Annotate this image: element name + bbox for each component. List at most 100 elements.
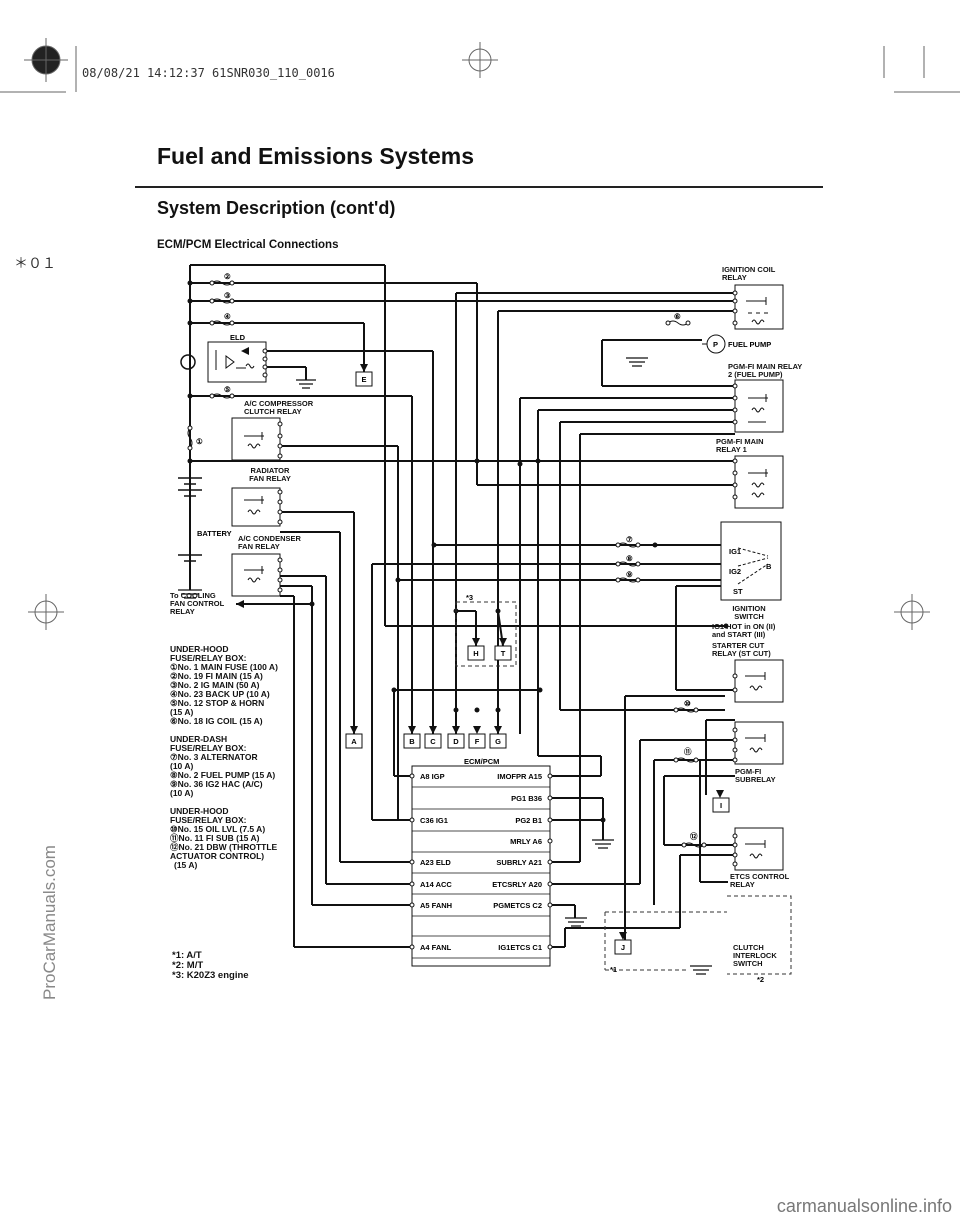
- ecm-pin-right: IMOFPR A15: [497, 772, 542, 781]
- legend-item: ⑦No. 3 ALTERNATOR: [170, 752, 258, 762]
- battery-symbol: [178, 354, 202, 562]
- radiator-fan-relay-box: [231, 487, 281, 527]
- diagram-title: ECM/PCM Electrical Connections: [157, 239, 339, 251]
- st-label: ST: [733, 587, 743, 596]
- footnote: *3: K20Z3 engine: [172, 970, 249, 981]
- connector-label: F: [475, 737, 480, 746]
- print-stamp: 08/08/21 14:12:37 61SNR030_110_0016: [82, 66, 335, 80]
- legend-item: ⑥No. 18 IG COIL (15 A): [170, 716, 263, 726]
- eld-label: ELD: [230, 333, 246, 342]
- ac-condenser-relay-box: [231, 553, 281, 597]
- footnote: *2: M/T: [172, 960, 204, 971]
- fuse-marker: ⑦: [626, 535, 633, 544]
- ac-condenser-relay-label: A/C CONDENSER FAN RELAY: [238, 534, 301, 551]
- ecm-pcm-box: [411, 765, 551, 967]
- clutch-interlock-switch-label: CLUTCH INTERLOCK SWITCH: [733, 943, 777, 968]
- starter-cut-relay-label: STARTER CUT RELAY (ST CUT): [712, 641, 771, 658]
- ecm-pin-left: A23 ELD: [420, 858, 451, 867]
- footnotes: *1: A/T *2: M/T *3: K20Z3 engine: [172, 951, 249, 981]
- connector-label: T: [501, 649, 506, 658]
- pgm-fi-subrelay-box: [734, 721, 784, 765]
- legend-item: ④No. 23 BACK UP (10 A): [170, 689, 270, 699]
- mt-mark: *2: [757, 975, 764, 984]
- wires: [189, 264, 769, 948]
- pgm-fi-main-relay-1-box: [734, 455, 784, 509]
- pump-symbol-label: P: [713, 340, 718, 349]
- connector-label: C: [430, 737, 436, 746]
- ground-symbols: [178, 357, 712, 975]
- ig1-hot-note: IG1 HOT in ON (II) and START (III): [712, 622, 776, 639]
- ecm-pin-labels-right: IMOFPR A15 PG1 B36 PG2 B1 MRLY A6 SUBRLY…: [492, 772, 542, 952]
- relay-terminals: [262, 290, 738, 950]
- ignition-switch-label: IGNITION SWITCH: [732, 604, 766, 621]
- ignition-switch-box: [720, 521, 782, 601]
- ecm-pcm-label: ECM/PCM: [464, 757, 499, 766]
- ig1-label: IG1: [729, 547, 741, 556]
- ecm-pin-left: A14 ACC: [420, 880, 452, 889]
- ecm-pin-right: PGMETCS C2: [493, 901, 542, 910]
- fuse-marker: ⑧: [626, 554, 633, 563]
- connector-label: D: [453, 737, 459, 746]
- legend-item: (10 A): [170, 761, 194, 771]
- legend-item: ⑨No. 36 IG2 HAC (A/C): [170, 779, 263, 789]
- pgm-fi-main-relay-1-label: PGM-FI MAIN RELAY 1: [716, 437, 764, 454]
- ac-compressor-relay-label: A/C COMPRESSOR CLUTCH RELAY: [244, 399, 314, 416]
- fuse-marker-labels: ① ② ③ ④ ⑤ ⑥ ⑦ ⑧ ⑨ ⑩ ⑪ ⑫: [196, 272, 698, 841]
- legend-item: ⑩No. 15 OIL LVL (7.5 A): [170, 824, 266, 834]
- fuse-marker: ⑨: [626, 570, 633, 579]
- fuse-marker: ①: [196, 437, 203, 446]
- ignition-coil-relay-box: [734, 284, 784, 330]
- legend-item: ②No. 19 FI MAIN (15 A): [170, 671, 263, 681]
- starter-cut-relay-box: [734, 659, 784, 703]
- ecm-pin-right: IG1ETCS C1: [498, 943, 542, 952]
- pgm-fi-subrelay-label: PGM-FI SUBRELAY: [735, 767, 776, 784]
- connector-label: G: [495, 737, 501, 746]
- legend-item: ⑧No. 2 FUEL PUMP (15 A): [170, 770, 276, 780]
- legend-heading: UNDER-DASH FUSE/RELAY BOX:: [170, 734, 247, 753]
- ecm-pin-left: C36 IG1: [420, 816, 448, 825]
- legend-item: (15 A): [174, 860, 198, 870]
- ecm-row-lines: [412, 786, 550, 959]
- fuse-marker: ⑩: [684, 699, 691, 708]
- legend-heading: UNDER-HOOD FUSE/RELAY BOX:: [170, 644, 247, 663]
- fuse-marker: ⑤: [224, 385, 231, 394]
- k20z3-mark: *3: [466, 593, 473, 602]
- dashed-regions: [455, 601, 792, 975]
- ecm-pin-labels: A8 IGP C36 IG1 A23 ELD A14 ACC A5 FANH A…: [420, 772, 452, 952]
- ecm-pin-right: MRLY A6: [510, 837, 542, 846]
- fuel-pump-symbol: [702, 334, 726, 354]
- pgm-fi-main-relay-2-label: PGM-FI MAIN RELAY 2 (FUEL PUMP): [728, 362, 803, 379]
- ecm-pin-left: A4 FANL: [420, 943, 452, 952]
- fuse-marker: ②: [224, 272, 231, 281]
- legend-item: ③No. 2 IG MAIN (50 A): [170, 680, 260, 690]
- legend-item: ⑤No. 12 STOP & HORN: [170, 698, 265, 708]
- ecm-pin-right: PG2 B1: [515, 816, 542, 825]
- battery-label: BATTERY: [197, 529, 232, 538]
- ecm-pin-right: PG1 B36: [511, 794, 542, 803]
- connector-label: I: [720, 801, 722, 810]
- ig2-label: IG2: [729, 567, 741, 576]
- component-labels: P FUEL PUMP ELD BATTERY IG1 IG2 ST B ECM…: [197, 333, 772, 984]
- cooling-fan-relay-label: To COOLING FAN CONTROL RELAY: [170, 591, 225, 616]
- title-rule: [135, 186, 823, 188]
- etcs-control-relay-box: [734, 827, 784, 871]
- connector-label: H: [473, 649, 478, 658]
- fuse-marker: ⑪: [684, 746, 692, 756]
- page-subtitle: System Description (cont'd): [157, 198, 396, 218]
- legend-item: ACTUATOR CONTROL): [170, 851, 265, 861]
- legend-item: ⑪No. 11 FI SUB (15 A): [170, 833, 260, 843]
- connector-boxes: [345, 371, 730, 955]
- page-title: Fuel and Emissions Systems: [157, 143, 475, 169]
- fuse-marker: ⑫: [690, 831, 698, 841]
- legend-item: (10 A): [170, 788, 194, 798]
- ac-compressor-relay-box: [231, 417, 281, 461]
- connector-label: A: [351, 737, 357, 746]
- fuse-marker: ④: [224, 312, 231, 321]
- junction-dots: [187, 280, 729, 823]
- ignition-coil-relay-label: IGNITION COIL RELAY: [722, 265, 776, 282]
- footnote: *1: A/T: [172, 950, 202, 961]
- ecm-pin-right: ETCSRLY A20: [492, 880, 542, 889]
- eld-box: [207, 341, 267, 383]
- legend-item: ⑫No. 21 DBW (THROTTLE: [170, 842, 278, 852]
- pgm-fi-main-relay-2-box: [734, 379, 784, 433]
